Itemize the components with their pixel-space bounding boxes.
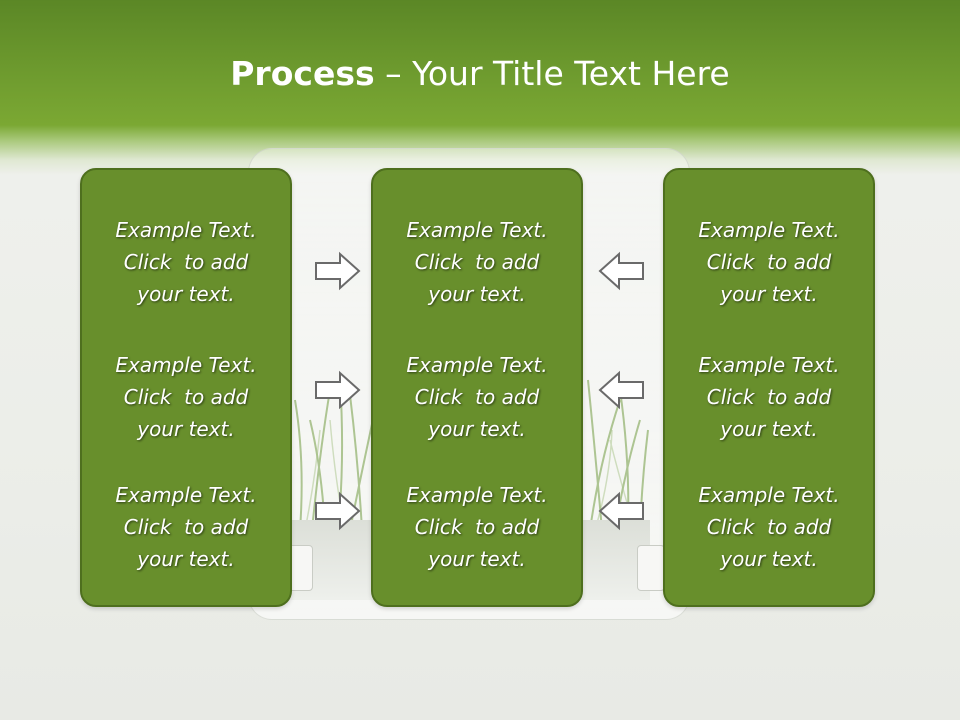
text-block[interactable]: Example Text. Click to add your text. (665, 214, 873, 310)
text-line: Example Text. (406, 483, 548, 507)
arrow-right-icon (315, 370, 361, 410)
text-line: your text. (428, 417, 526, 441)
arrow-right-icon (315, 251, 361, 291)
arrow-left-icon (598, 491, 644, 531)
text-line: Click to add (706, 250, 832, 274)
text-line: Example Text. (115, 218, 257, 242)
process-box-center[interactable]: Example Text. Click to add your text. Ex… (371, 168, 583, 607)
text-line: your text. (137, 547, 235, 571)
text-line: your text. (428, 547, 526, 571)
text-line: your text. (428, 282, 526, 306)
text-block[interactable]: Example Text. Click to add your text. (373, 214, 581, 310)
text-line: your text. (137, 282, 235, 306)
text-line: Click to add (123, 515, 249, 539)
text-line: Click to add (414, 250, 540, 274)
arrow-left-icon (598, 370, 644, 410)
arrow-right-icon (315, 491, 361, 531)
text-line: your text. (720, 547, 818, 571)
text-line: Click to add (414, 385, 540, 409)
title-rest: – Your Title Text Here (374, 54, 730, 93)
text-line: your text. (720, 417, 818, 441)
text-block[interactable]: Example Text. Click to add your text. (82, 479, 290, 575)
text-line: Example Text. (115, 483, 257, 507)
text-line: your text. (720, 282, 818, 306)
text-block[interactable]: Example Text. Click to add your text. (665, 349, 873, 445)
text-line: Example Text. (698, 353, 840, 377)
text-line: Click to add (706, 385, 832, 409)
text-line: Example Text. (406, 218, 548, 242)
text-block[interactable]: Example Text. Click to add your text. (82, 349, 290, 445)
text-line: Example Text. (698, 218, 840, 242)
text-block[interactable]: Example Text. Click to add your text. (373, 479, 581, 575)
text-block[interactable]: Example Text. Click to add your text. (373, 349, 581, 445)
text-line: Click to add (706, 515, 832, 539)
title-bold: Process (230, 54, 375, 93)
title-banner (0, 0, 960, 175)
text-line: Example Text. (698, 483, 840, 507)
text-line: your text. (137, 417, 235, 441)
text-line: Click to add (123, 250, 249, 274)
text-block[interactable]: Example Text. Click to add your text. (82, 214, 290, 310)
text-line: Click to add (123, 385, 249, 409)
text-line: Click to add (414, 515, 540, 539)
process-box-right[interactable]: Example Text. Click to add your text. Ex… (663, 168, 875, 607)
text-line: Example Text. (406, 353, 548, 377)
pot-tab-right (637, 545, 665, 591)
text-line: Example Text. (115, 353, 257, 377)
text-block[interactable]: Example Text. Click to add your text. (665, 479, 873, 575)
process-box-left[interactable]: Example Text. Click to add your text. Ex… (80, 168, 292, 607)
slide-title[interactable]: Process – Your Title Text Here (0, 52, 960, 96)
arrow-left-icon (598, 251, 644, 291)
